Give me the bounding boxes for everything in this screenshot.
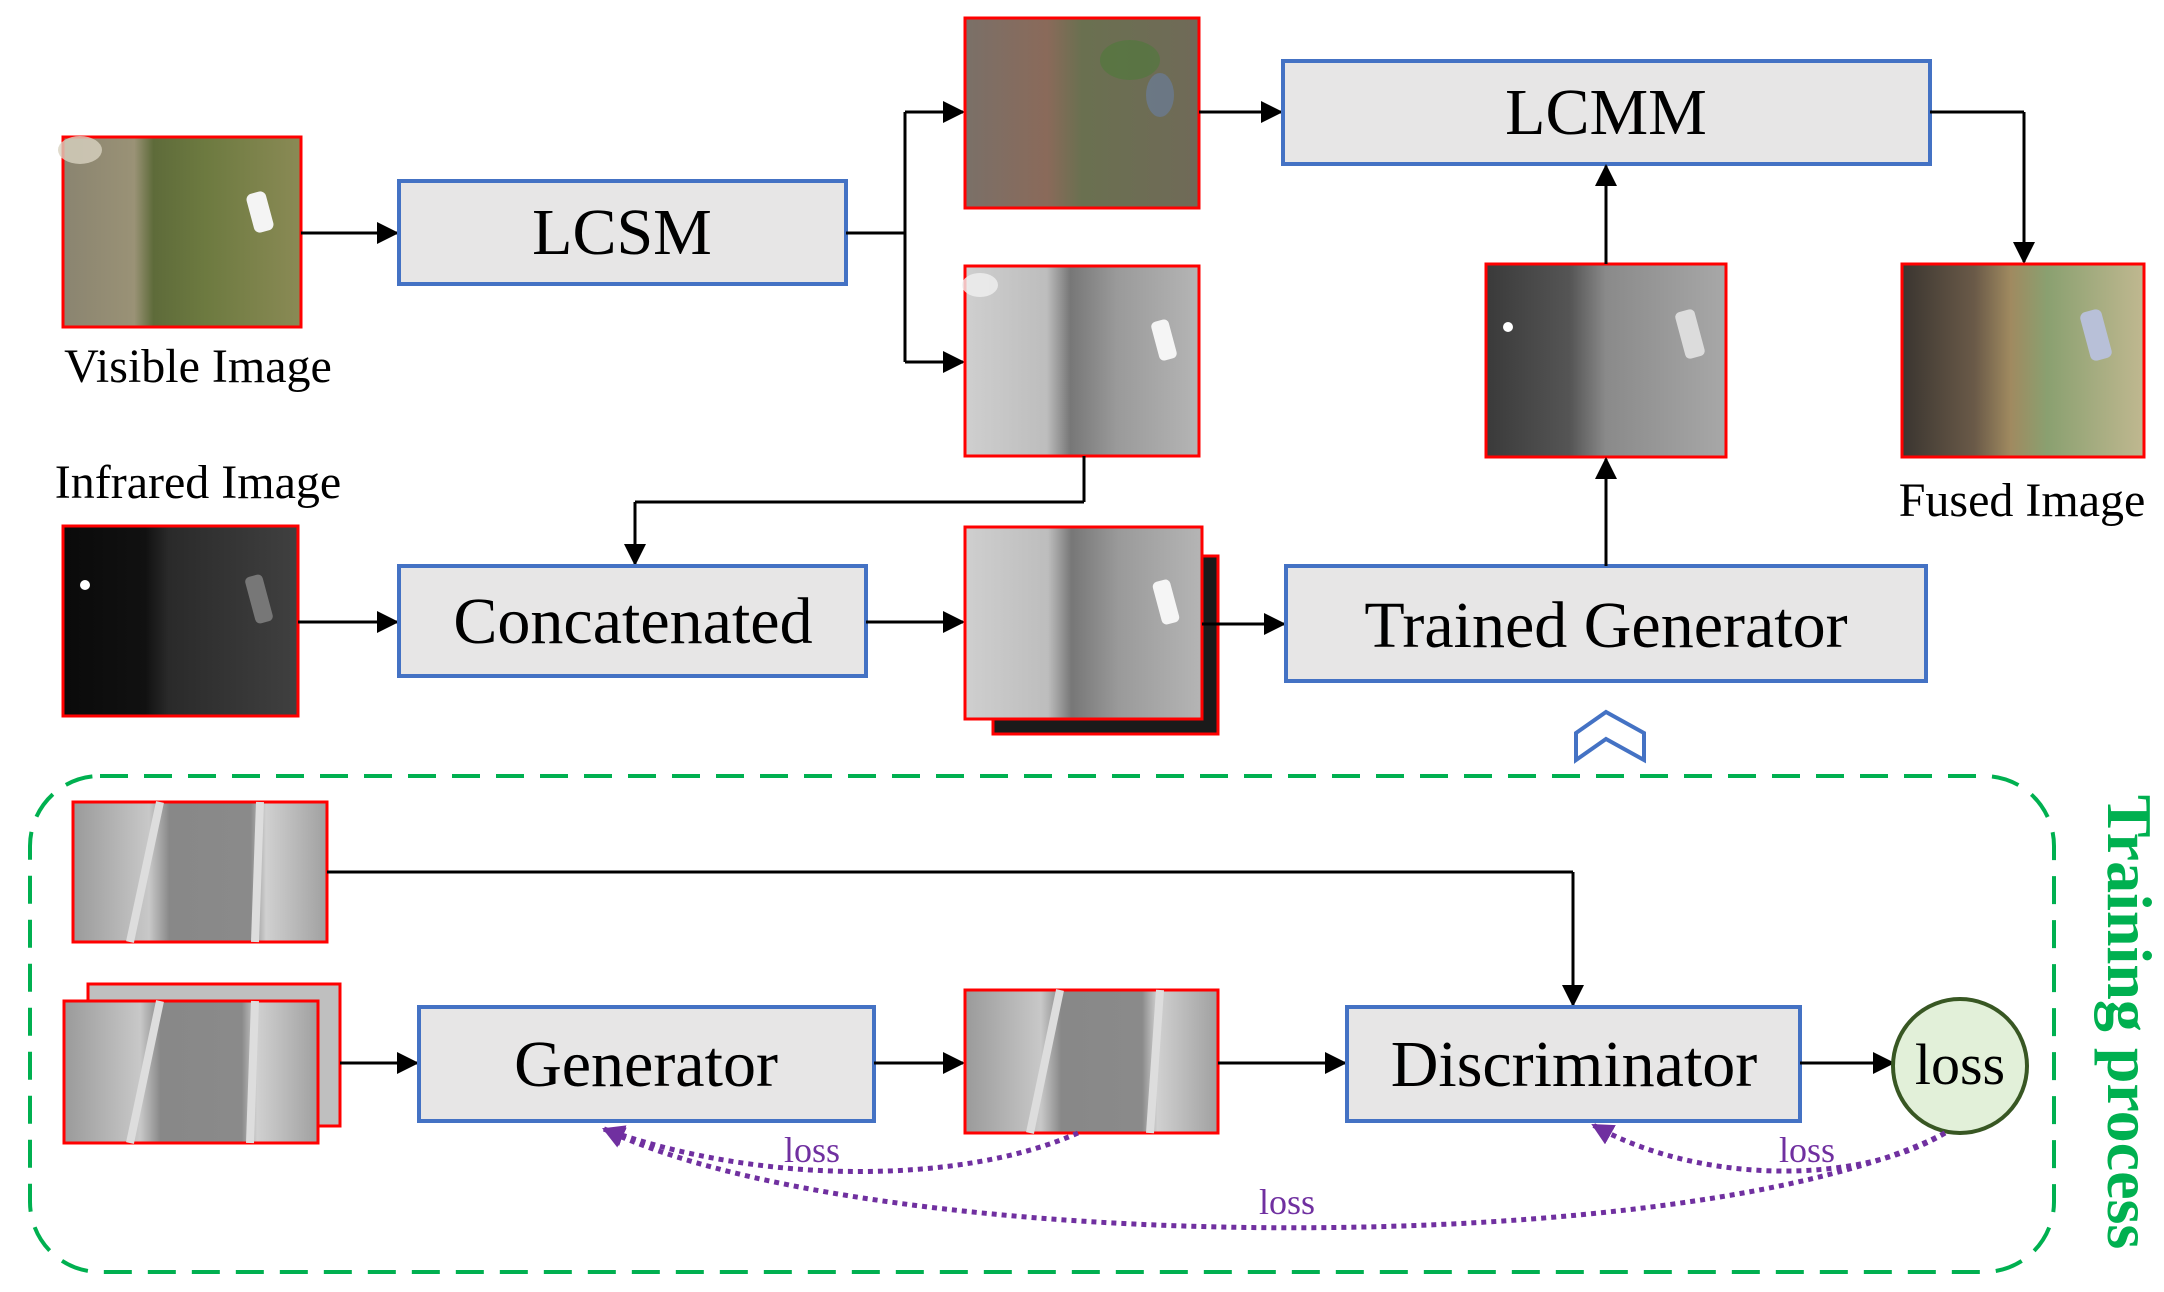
chevron-up-icon — [1574, 709, 1646, 764]
loss-arrow-node-to-discriminator — [1591, 1122, 1947, 1174]
arrow-reference-to-discriminator — [327, 870, 1584, 1007]
lcmm-module: LCMM — [1281, 59, 1932, 166]
generator-output-loss-label: loss — [784, 1130, 840, 1170]
concatenated-label: Concatenated — [453, 585, 812, 658]
loss-arrow-output-to-generator — [602, 1125, 1080, 1174]
training-process-label: Training process — [2094, 795, 2164, 1250]
color-component-image — [963, 16, 1201, 210]
generator-output-image — [1484, 262, 1728, 459]
generator-module: Generator — [417, 1005, 876, 1123]
trained-generator-label: Trained Generator — [1364, 589, 1847, 662]
concatenated-image-stack — [963, 525, 1220, 736]
training-input-stack — [62, 982, 342, 1145]
discriminator-loss-label: loss — [1779, 1130, 1835, 1170]
trained-generator-module: Trained Generator — [1284, 564, 1928, 683]
loss-node: loss — [1891, 997, 2029, 1135]
infrared-image-label: Infrared Image — [55, 456, 341, 509]
discriminator-module: Discriminator — [1345, 1005, 1802, 1123]
infrared-image-thumbnail — [61, 524, 300, 718]
lcsm-split-arrows — [846, 101, 965, 373]
generator-loss-label: loss — [1259, 1182, 1315, 1222]
fused-image-thumbnail — [1900, 262, 2146, 459]
concatenated-module: Concatenated — [397, 564, 868, 678]
lcmm-label: LCMM — [1505, 76, 1707, 149]
training-output-image — [963, 988, 1220, 1135]
arrow-luminance-to-concatenated — [624, 456, 1086, 566]
arrow-lcmm-to-fused — [1930, 110, 2035, 264]
luminance-component-image — [962, 264, 1201, 458]
fused-image-label: Fused Image — [1899, 474, 2146, 527]
generator-label: Generator — [514, 1028, 778, 1101]
loss-node-label: loss — [1915, 1032, 2005, 1097]
visible-image-label: Visible Image — [64, 340, 332, 393]
discriminator-label: Discriminator — [1391, 1028, 1758, 1101]
lcsm-module: LCSM — [397, 179, 848, 286]
lcsm-label: LCSM — [532, 196, 712, 269]
loss-arrow-node-to-generator — [602, 1126, 1947, 1231]
training-reference-image — [71, 800, 329, 944]
training-process-frame — [28, 774, 2056, 1274]
visible-image-thumbnail — [58, 135, 303, 329]
